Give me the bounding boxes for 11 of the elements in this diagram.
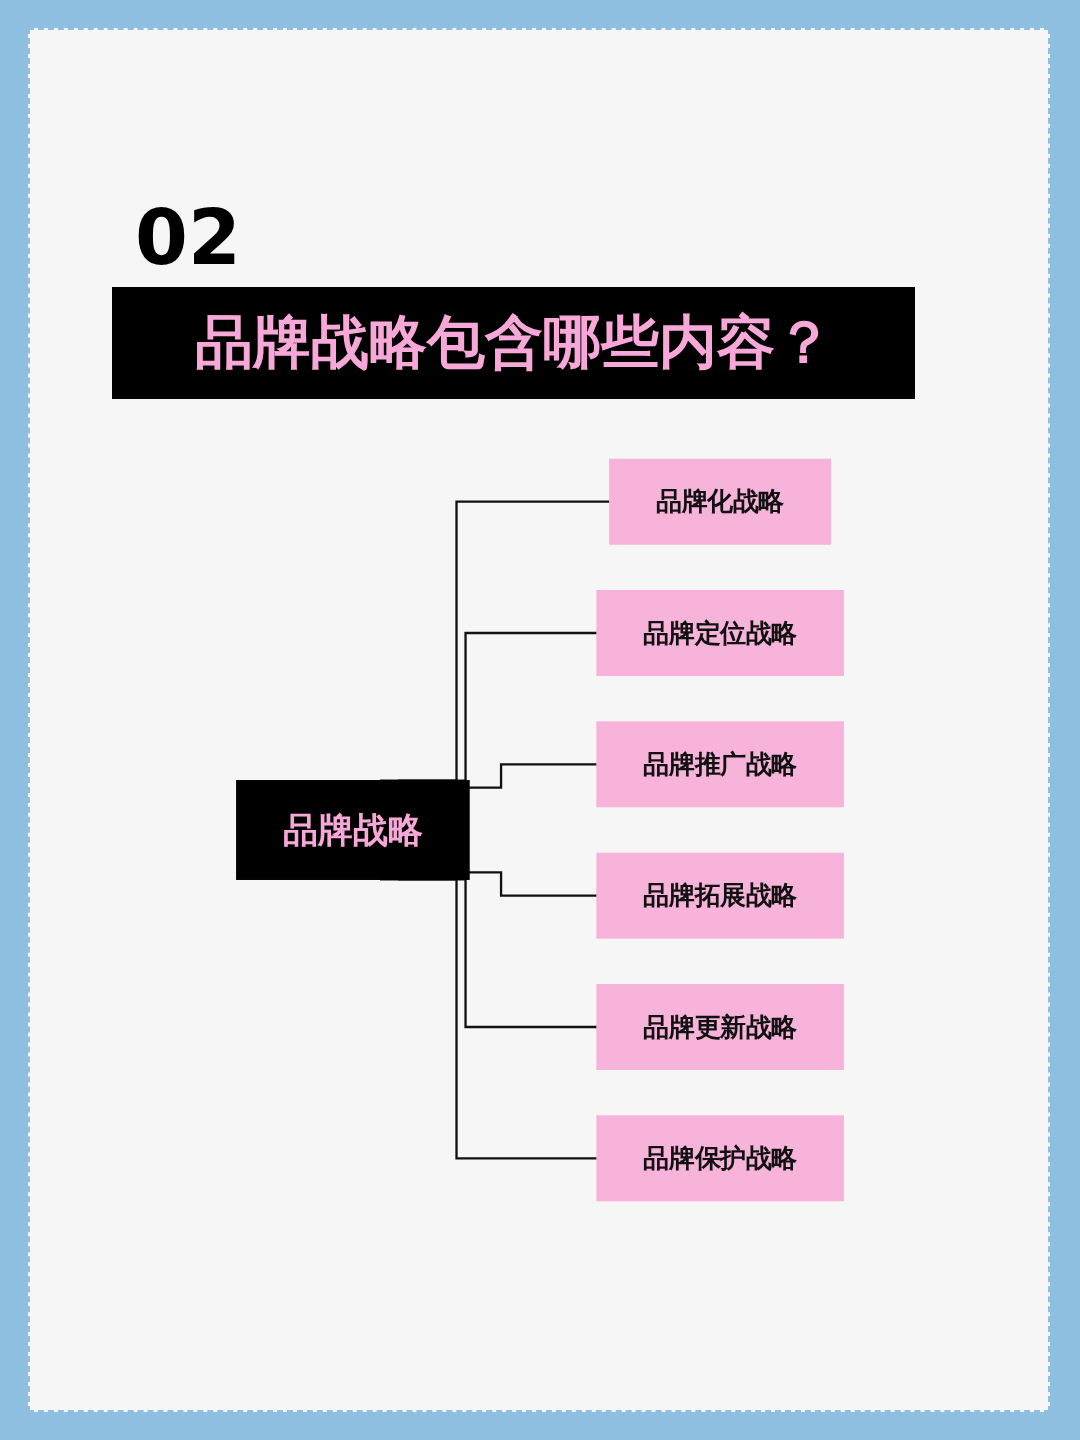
node-box: 品牌化战略 — [609, 458, 832, 545]
node-box: 品牌保护战略 — [596, 1115, 844, 1202]
node-box: 品牌定位战略 — [596, 590, 844, 677]
connector — [469, 763, 597, 789]
node-box: 品牌拓展战略 — [596, 852, 844, 939]
node-box: 品牌战略 — [236, 780, 470, 880]
connector — [469, 871, 597, 897]
node-box: 品牌更新战略 — [596, 983, 844, 1070]
node-box: 品牌推广战略 — [596, 721, 844, 808]
section-number: 02 — [135, 200, 241, 276]
title-banner: 品牌战略包含哪些内容？ — [112, 287, 915, 399]
